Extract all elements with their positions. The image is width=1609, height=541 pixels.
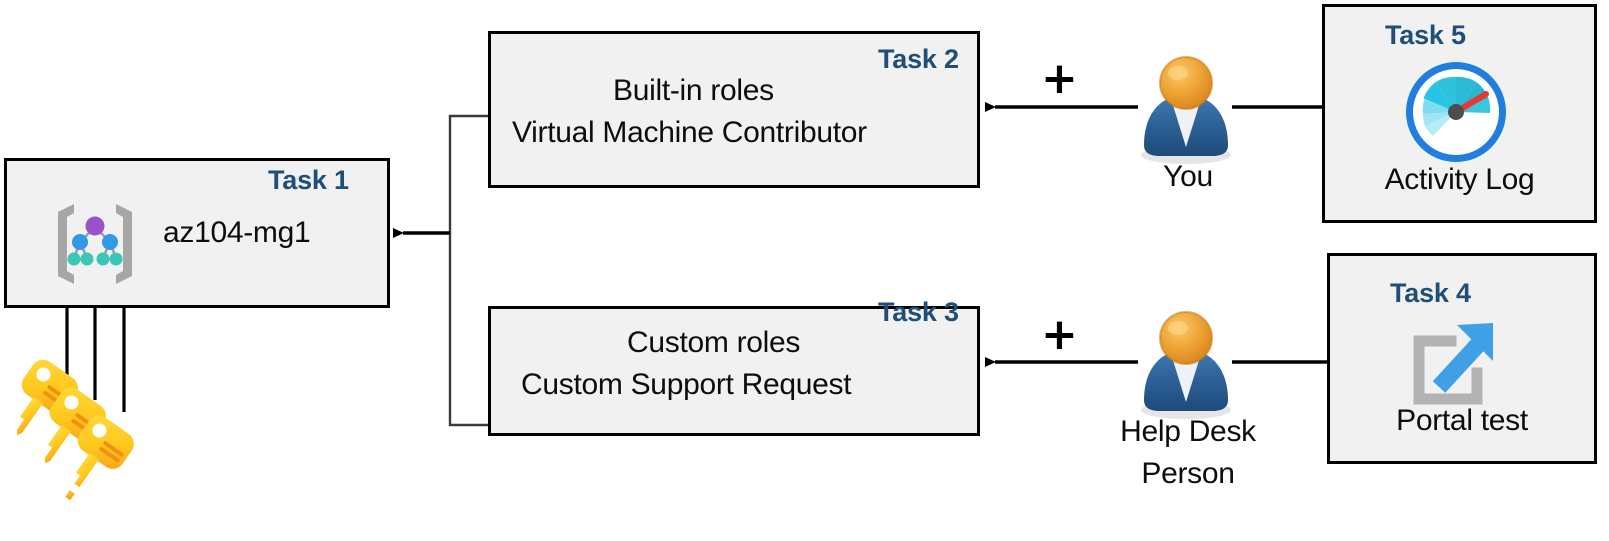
task3-box[interactable]: [488, 306, 980, 436]
task3-label: Task 3: [878, 297, 959, 327]
user-icon-you: [1141, 56, 1231, 164]
connector-tasks-to-mg: [393, 114, 489, 427]
task2-line1: Built-in roles: [613, 74, 774, 107]
task2-box[interactable]: [488, 31, 980, 188]
task1-box[interactable]: [4, 158, 390, 308]
external-link-icon: [1405, 315, 1501, 411]
task2-line2: Virtual Machine Contributor: [512, 116, 867, 149]
task5-name: Activity Log: [1384, 163, 1535, 196]
task4-name: Portal test: [1396, 404, 1528, 437]
keys-icon: [16, 359, 134, 501]
task1-name: az104-mg1: [163, 216, 311, 249]
task2-label: Task 2: [878, 44, 959, 74]
task4-label: Task 4: [1390, 278, 1471, 308]
actor-you-label: You: [1163, 160, 1213, 193]
user-icon-helpdesk: [1141, 311, 1231, 419]
gauge-icon: [1402, 58, 1510, 166]
plus-sign-bottom: +: [1041, 309, 1078, 360]
plus-sign-top: +: [1041, 53, 1078, 104]
task3-line2: Custom Support Request: [521, 368, 852, 401]
actor-helpdesk-label-line1: Help Desk: [1120, 415, 1256, 448]
management-group-icon: [48, 196, 142, 288]
task5-label: Task 5: [1385, 20, 1466, 50]
task1-label: Task 1: [268, 165, 349, 195]
task3-line1: Custom roles: [627, 326, 801, 359]
actor-helpdesk-label-line2: Person: [1141, 457, 1235, 490]
